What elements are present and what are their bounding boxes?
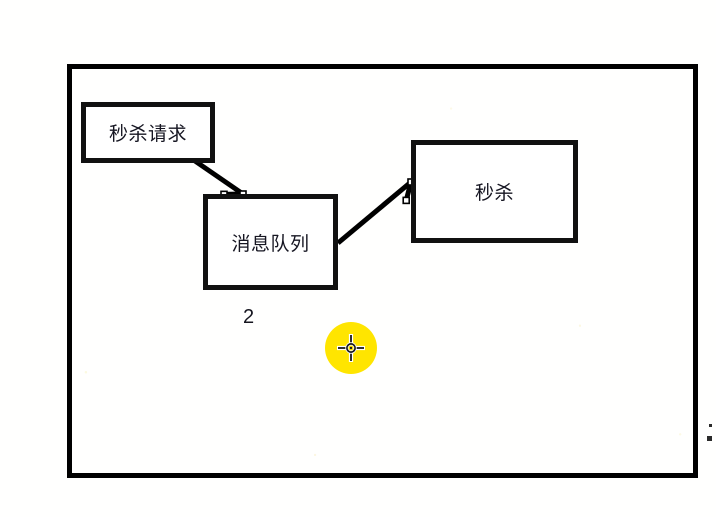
artifact-speck-0 <box>709 424 712 427</box>
click-halo <box>325 322 377 374</box>
node-label-seckill: 秒杀 <box>474 183 514 204</box>
node-label-message-queue: 消息队列 <box>231 233 310 255</box>
node-label-seckill-request: 秒杀请求 <box>108 124 187 145</box>
annotation-step-number: 2 <box>243 306 255 328</box>
node-message-queue[interactable]: 消息队列 <box>203 194 338 290</box>
node-seckill[interactable]: 秒杀 <box>411 140 578 243</box>
artifact-speck-1 <box>707 436 712 441</box>
node-seckill-request[interactable]: 秒杀请求 <box>81 102 215 163</box>
outer-frame <box>67 64 698 478</box>
